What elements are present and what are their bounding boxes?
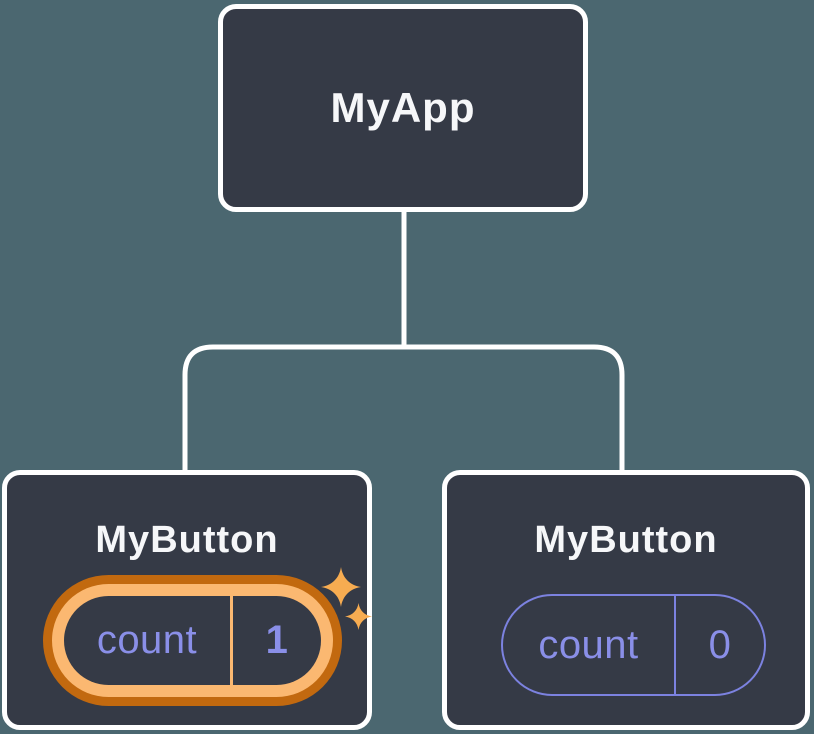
node-myapp-label: MyApp [330,84,476,131]
state-pill-plain: count 0 [501,594,766,696]
state-name-cell: count [503,596,674,694]
node-mybutton-left: MyButton count 1 [2,470,372,730]
state-value-cell: 0 [676,596,764,694]
pill-divider [230,596,233,685]
node-mybutton-left-label: MyButton [95,519,279,561]
state-pill-core: count 1 [64,596,321,685]
state-value-label: 0 [708,622,732,667]
state-pill-highlighted: count 1 [43,575,342,706]
state-pill-inner-ring: count 1 [52,584,333,697]
state-name-label: count [96,618,198,662]
state-value-cell: 1 [233,596,321,685]
connector-branch [182,344,625,472]
node-mybutton-right: MyButton count 0 [442,470,810,730]
node-myapp: MyApp [218,4,588,212]
state-name-cell: count [64,596,230,685]
node-mybutton-right-label: MyButton [534,519,718,561]
state-value-label: 1 [265,618,289,662]
sparkle-icon [321,567,361,607]
pill-divider [674,596,676,694]
state-name-label: count [538,622,639,667]
sparkle-icon-small [345,603,372,630]
